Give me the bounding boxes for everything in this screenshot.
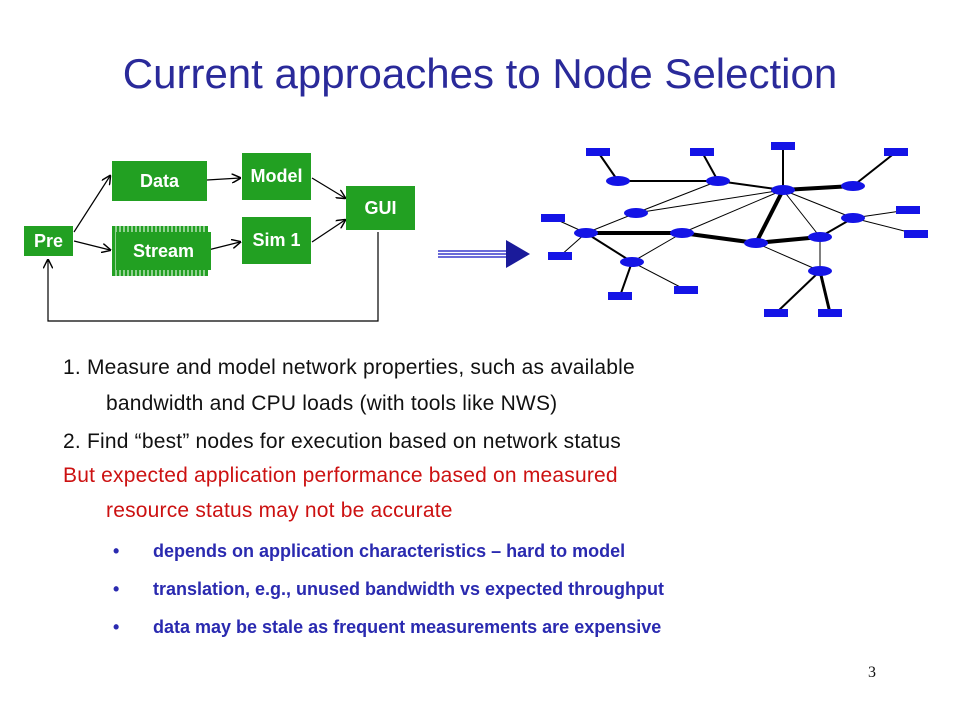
- arrow-sim-gui: [311, 220, 345, 243]
- arrow-model-gui: [311, 177, 345, 198]
- bullet-3-text: data may be stale as frequent measuremen…: [153, 617, 662, 637]
- bullet-dot: •: [113, 617, 120, 637]
- model-box: Model: [242, 153, 311, 200]
- feedback-loop-arrow: [48, 232, 379, 322]
- network-graph: [541, 142, 928, 317]
- sim-box: Sim 1: [242, 217, 311, 264]
- arrow-data-model: [206, 178, 240, 180]
- slide-title: Current approaches to Node Selection: [122, 50, 838, 97]
- bullet-dot: •: [113, 579, 120, 599]
- data-box: Data: [112, 161, 207, 201]
- bullet-2-text: translation, e.g., unused bandwidth vs e…: [153, 579, 665, 599]
- stream-box: Stream: [116, 232, 211, 270]
- pre-box: Pre: [24, 226, 73, 256]
- caveat-line-1: But expected application performance bas…: [63, 464, 618, 487]
- bullet-1-text: depends on application characteristics –…: [153, 541, 626, 561]
- bullet-2: • translation, e.g., unused bandwidth vs …: [113, 579, 933, 600]
- bullet-dot: •: [113, 541, 120, 561]
- caveat-line-2: resource status may not be accurate: [106, 499, 453, 522]
- bullet-1: • depends on application characteristics …: [113, 541, 933, 562]
- arrow-stream-sim: [207, 242, 240, 251]
- item-2: 2. Find “best” nodes for execution based…: [63, 430, 621, 453]
- page-number: 3: [868, 664, 876, 681]
- transition-arrow: [438, 240, 530, 268]
- gui-box: GUI: [346, 186, 415, 230]
- bullet-3: • data may be stale as frequent measureme…: [113, 617, 933, 638]
- item-1-line-1: 1. Measure and model network properties,…: [63, 356, 635, 379]
- arrow-pre-stream: [73, 240, 110, 250]
- item-1-line-2: bandwidth and CPU loads (with tools like…: [106, 392, 558, 415]
- arrow-pre-data: [73, 176, 110, 233]
